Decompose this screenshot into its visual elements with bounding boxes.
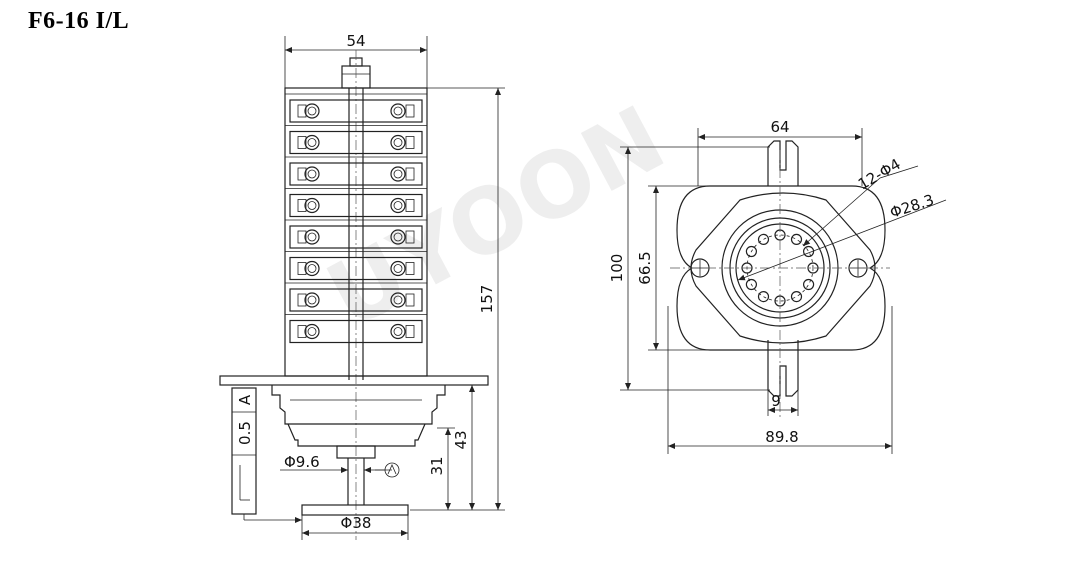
terminal-row <box>285 314 427 344</box>
terminal-row <box>285 93 427 123</box>
dim-phi-38-label: Φ38 <box>341 514 372 532</box>
terminal-hole <box>790 233 803 245</box>
dim-54-label: 54 <box>346 32 365 50</box>
dim-9-label: 9 <box>771 392 781 410</box>
rating-current-label: 0.5 <box>236 421 254 445</box>
dim-157-label: 157 <box>478 285 496 314</box>
terminal-hole <box>790 291 803 303</box>
terminal-hole <box>802 245 815 258</box>
terminal-hole <box>745 245 758 258</box>
terminal-row <box>285 188 427 218</box>
dim-66-5-label: 66.5 <box>636 251 654 284</box>
dim-phi-28-3-label: Φ28.3 <box>888 191 937 222</box>
terminal-hole <box>757 233 770 245</box>
dim-phi-9-6-label: Φ9.6 <box>284 453 320 471</box>
right-front-view: 64 100 66.5 12-Φ <box>608 118 947 454</box>
dim-43-label: 43 <box>452 430 470 449</box>
dim-31-label: 31 <box>428 456 446 475</box>
dim-89-8-label: 89.8 <box>765 428 798 446</box>
terminal-row <box>285 125 427 155</box>
terminal-hole <box>745 278 758 291</box>
terminal-row <box>285 219 427 249</box>
drawing-title: F6-16 I/L <box>28 8 130 34</box>
terminal-rows <box>285 93 427 344</box>
terminal-hole-ring <box>741 229 819 307</box>
left-side-view: 54 Φ9.6 Φ38 <box>219 32 505 540</box>
terminal-hole <box>802 278 815 291</box>
terminal-hole <box>757 291 770 303</box>
dim-64-label: 64 <box>770 118 789 136</box>
rating-unit-label: A <box>236 394 254 405</box>
dim-100-label: 100 <box>608 254 626 283</box>
terminal-row <box>285 282 427 312</box>
terminal-row <box>285 251 427 281</box>
terminal-row <box>285 156 427 186</box>
